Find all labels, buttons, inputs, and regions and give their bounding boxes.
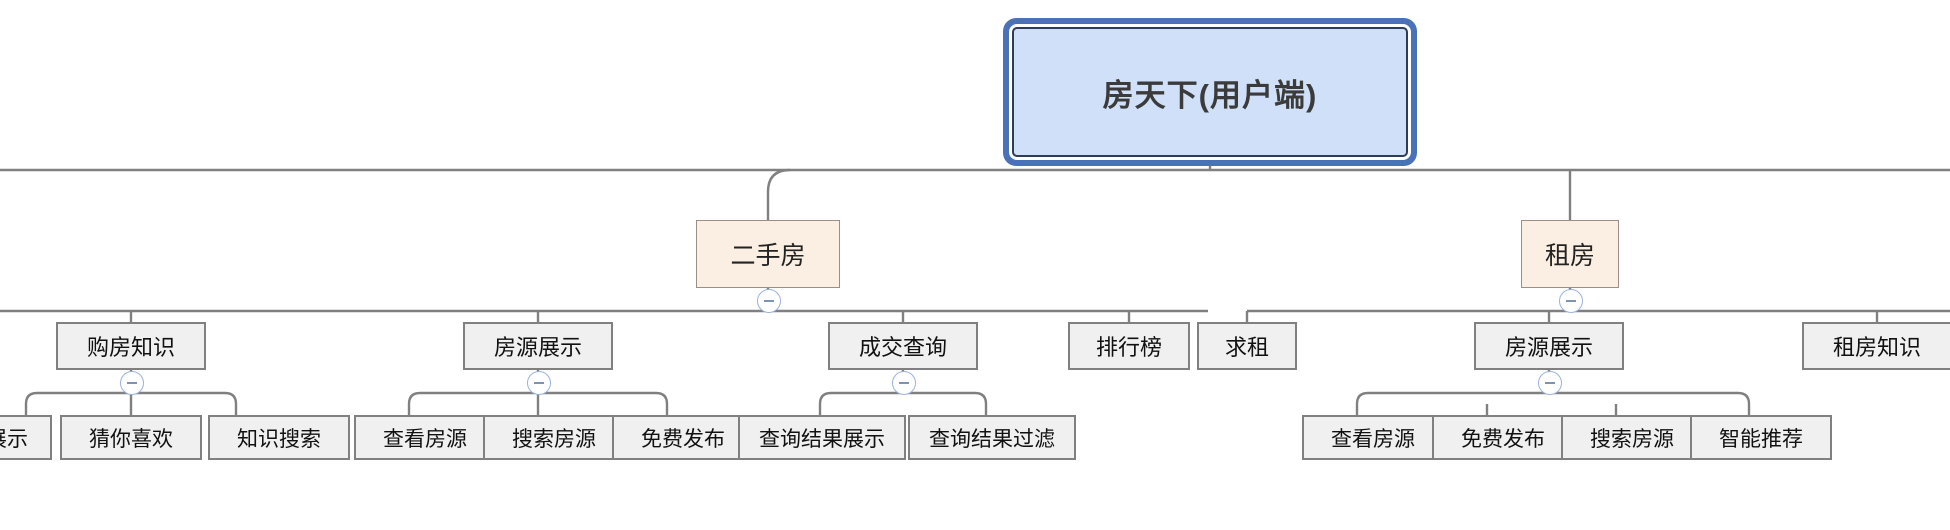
node-chakanfangyuan-zufang[interactable]: 查看房源 bbox=[1302, 415, 1444, 460]
root-node-label: 房天下(用户端) bbox=[1102, 77, 1318, 113]
toggle-ershoufang[interactable] bbox=[757, 289, 781, 313]
node-cainixihuan-label: 猜你喜欢 bbox=[89, 427, 173, 451]
node-zhishisousuo-label: 知识搜索 bbox=[237, 427, 321, 451]
node-chaxunjieguozhanshi[interactable]: 查询结果展示 bbox=[738, 415, 906, 460]
node-chakanfangyuan-zufang-label: 查看房源 bbox=[1331, 427, 1415, 451]
node-fangyuanzhanshi-ershoufang-label: 房源展示 bbox=[493, 335, 582, 360]
node-zhishisousuo[interactable]: 知识搜索 bbox=[208, 415, 350, 460]
node-chaxunjieguoguolv[interactable]: 查询结果过滤 bbox=[908, 415, 1076, 460]
node-fangyuanzhanshi-zufang-label: 房源展示 bbox=[1504, 335, 1593, 360]
node-mianfeifabu-ershoufang[interactable]: 免费发布 bbox=[612, 415, 754, 460]
node-zufangzhishi[interactable]: 租房知识 bbox=[1802, 322, 1950, 370]
node-sousuofangyuan-zufang-label: 搜索房源 bbox=[1590, 427, 1674, 451]
node-ershoufang-label: 二手房 bbox=[730, 242, 806, 270]
node-paihangbang[interactable]: 排行榜 bbox=[1068, 322, 1190, 370]
node-mianfeifabu-zufang[interactable]: 免费发布 bbox=[1432, 415, 1574, 460]
node-zhinengtuijian-label: 智能推荐 bbox=[1719, 427, 1803, 451]
node-chengjiaochaxun-label: 成交查询 bbox=[858, 335, 947, 360]
node-chengjiaochaxun[interactable]: 成交查询 bbox=[828, 322, 978, 370]
node-chakanfangyuan-ershoufang-label: 查看房源 bbox=[383, 427, 467, 451]
node-chaxunjieguoguolv-label: 查询结果过滤 bbox=[929, 427, 1055, 451]
node-qiuzu-label: 求租 bbox=[1224, 335, 1269, 360]
node-sousuofangyuan-ershoufang[interactable]: 搜索房源 bbox=[483, 415, 625, 460]
node-zhishizhanshi[interactable]: 展示 bbox=[0, 415, 52, 460]
node-zufang[interactable]: 租房 bbox=[1521, 220, 1619, 288]
toggle-chengjiaochaxun[interactable] bbox=[892, 371, 916, 395]
node-chakanfangyuan-ershoufang[interactable]: 查看房源 bbox=[354, 415, 496, 460]
node-fangyuanzhanshi-zufang[interactable]: 房源展示 bbox=[1474, 322, 1624, 370]
node-goufangzhishi-label: 购房知识 bbox=[86, 335, 175, 360]
node-zhinengtuijian[interactable]: 智能推荐 bbox=[1690, 415, 1832, 460]
node-goufangzhishi[interactable]: 购房知识 bbox=[56, 322, 206, 370]
root-node-fangtianxia[interactable]: 房天下(用户端) bbox=[1012, 27, 1408, 157]
toggle-fangyuanzhanshi-ershoufang[interactable] bbox=[527, 371, 551, 395]
node-qiuzu[interactable]: 求租 bbox=[1197, 322, 1297, 370]
toggle-zufang[interactable] bbox=[1559, 289, 1583, 313]
node-zufang-label: 租房 bbox=[1544, 242, 1595, 270]
node-sousuofangyuan-ershoufang-label: 搜索房源 bbox=[512, 427, 596, 451]
node-cainixihuan[interactable]: 猜你喜欢 bbox=[60, 415, 202, 460]
node-mianfeifabu-zufang-label: 免费发布 bbox=[1461, 427, 1545, 451]
node-zhishizhanshi-label: 展示 bbox=[0, 427, 28, 451]
node-zufangzhishi-label: 租房知识 bbox=[1832, 335, 1921, 360]
node-chaxunjieguozhanshi-label: 查询结果展示 bbox=[759, 427, 885, 451]
node-fangyuanzhanshi-ershoufang[interactable]: 房源展示 bbox=[463, 322, 613, 370]
node-sousuofangyuan-zufang[interactable]: 搜索房源 bbox=[1561, 415, 1703, 460]
toggle-fangyuanzhanshi-zufang[interactable] bbox=[1538, 371, 1562, 395]
toggle-goufangzhishi[interactable] bbox=[120, 371, 144, 395]
node-ershoufang[interactable]: 二手房 bbox=[696, 220, 840, 288]
node-mianfeifabu-ershoufang-label: 免费发布 bbox=[641, 427, 725, 451]
node-paihangbang-label: 排行榜 bbox=[1095, 335, 1162, 360]
